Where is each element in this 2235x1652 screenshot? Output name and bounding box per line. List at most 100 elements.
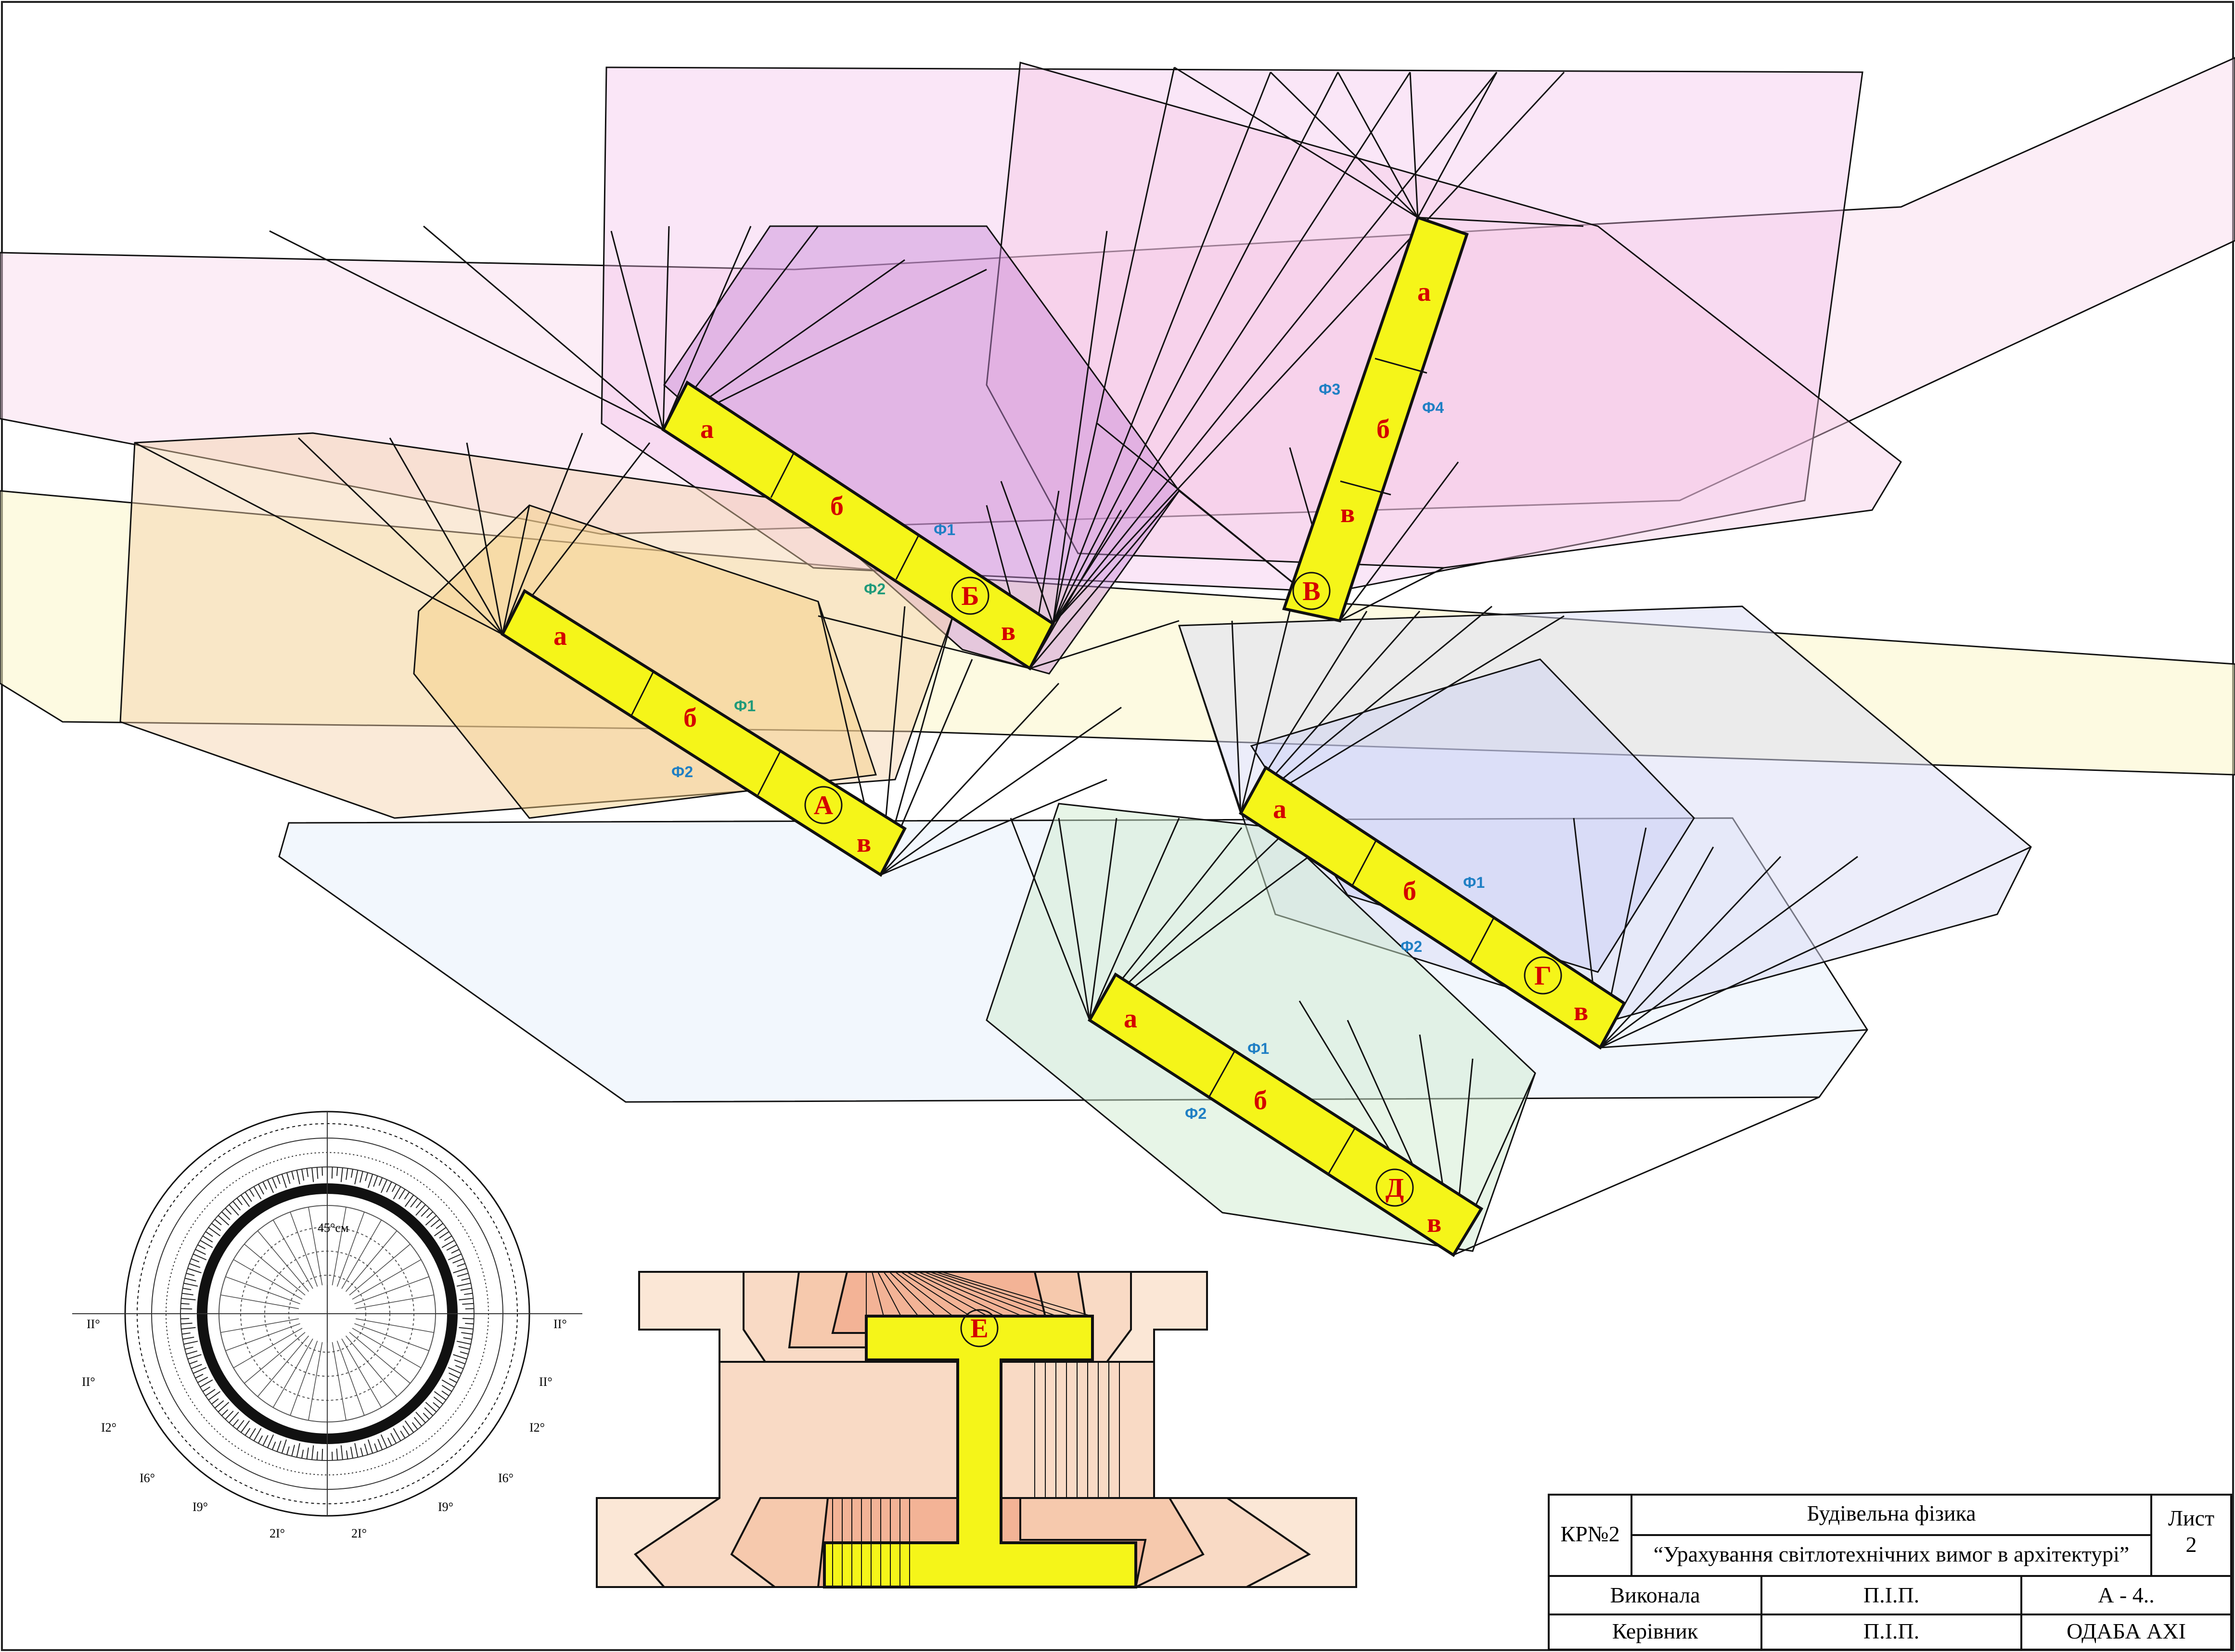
chart-scale-tick-116 bbox=[236, 1198, 243, 1205]
chart-scale-tick-147 bbox=[380, 1179, 387, 1193]
strip-a-id: А bbox=[814, 791, 834, 820]
chart-scale-tick-67 bbox=[225, 1410, 234, 1420]
fan-line-2-0 bbox=[1000, 481, 1054, 624]
chart-scale-tick-161 bbox=[436, 1223, 443, 1229]
chart-scale-tick-43 bbox=[336, 1448, 338, 1460]
title-block-sheet-number: 2 bbox=[2186, 1532, 2197, 1557]
chart-ray-15 bbox=[233, 1328, 303, 1369]
plan-e-ray-1 bbox=[872, 1271, 884, 1317]
plan-e-ray-8 bbox=[912, 1271, 1005, 1317]
insolation-chart: II° II° II° II° I2° I2° I6° I6° I9° I9° … bbox=[72, 1111, 582, 1540]
chart-scale-tick-106 bbox=[202, 1235, 213, 1242]
chart-tick-16-left: I6° bbox=[140, 1471, 155, 1485]
chart-scale-tick-76 bbox=[197, 1377, 208, 1383]
fan-line-2-3 bbox=[1052, 72, 1272, 624]
chart-scale-tick-109 bbox=[211, 1223, 221, 1231]
chart-scale-tick-103 bbox=[195, 1249, 206, 1255]
fan-line-2-2 bbox=[1052, 67, 1175, 624]
chart-scale-tick-22 bbox=[424, 1407, 434, 1416]
chart-scale-tick-143 bbox=[365, 1172, 369, 1181]
chart-ray-2 bbox=[354, 1323, 429, 1351]
chart-scale-tick-176 bbox=[464, 1293, 473, 1295]
chart-scale-tick-177 bbox=[459, 1298, 474, 1301]
strip-d-phi1: Ф1 bbox=[1247, 1040, 1269, 1057]
chart-scale-tick-9 bbox=[453, 1354, 467, 1360]
chart-scale-tick-85 bbox=[182, 1336, 194, 1340]
chart-scale-tick-173 bbox=[461, 1278, 470, 1281]
chart-scale-tick-142 bbox=[360, 1171, 363, 1183]
chart-scale-tick-25 bbox=[413, 1417, 422, 1427]
chart-scale-tick-117 bbox=[240, 1194, 250, 1207]
chart-ray-25 bbox=[290, 1212, 318, 1287]
title-block-supervisor-label: Керівник bbox=[1612, 1619, 1698, 1643]
chart-scale-tick-23 bbox=[423, 1412, 430, 1420]
chart-scale-tick-139 bbox=[346, 1168, 348, 1180]
chart-scale-tick-105 bbox=[200, 1240, 213, 1248]
chart-ray-6 bbox=[341, 1338, 382, 1408]
strip-b-phi2: Ф2 bbox=[864, 580, 886, 598]
fan-line-1-5 bbox=[1029, 490, 1180, 669]
strip-v-id: В bbox=[1302, 576, 1320, 606]
chart-scale-tick-71 bbox=[211, 1398, 219, 1405]
fan-line-10-5 bbox=[1453, 1096, 1820, 1256]
chart-scale-tick-15 bbox=[441, 1379, 455, 1388]
chart-ray-19 bbox=[220, 1294, 299, 1309]
chart-tick-11-left: II° bbox=[87, 1317, 100, 1331]
chart-scale-tick-39 bbox=[354, 1443, 359, 1458]
chart-scale-tick-57 bbox=[267, 1434, 274, 1448]
chart-tick-11-right-2: II° bbox=[539, 1375, 552, 1389]
fan-line-8-5 bbox=[1600, 846, 2031, 1049]
chart-scale-tick-148 bbox=[386, 1181, 392, 1192]
fan-line-9-0 bbox=[1010, 818, 1091, 1021]
chart-tick-19-left: I9° bbox=[193, 1500, 208, 1514]
chart-ray-26 bbox=[308, 1207, 323, 1286]
chart-scale-tick-63 bbox=[240, 1420, 250, 1433]
chart-scale-tick-178 bbox=[462, 1303, 474, 1305]
title-block-sheet-label: Лист bbox=[2168, 1506, 2214, 1530]
strip-a-label-a: а bbox=[553, 621, 567, 651]
chart-ray-34 bbox=[354, 1276, 429, 1305]
chart-tick-45: 45°см bbox=[318, 1221, 348, 1235]
chart-scale-tick-58 bbox=[262, 1435, 269, 1446]
chart-scale-tick-131 bbox=[306, 1168, 309, 1177]
fan-line-5-0 bbox=[134, 442, 503, 635]
chart-scale-tick-13 bbox=[449, 1372, 460, 1379]
title-block-done-by: П.І.П. bbox=[1863, 1583, 1919, 1607]
chart-scale-tick-144 bbox=[368, 1174, 373, 1188]
chart-scale-tick-12 bbox=[448, 1367, 462, 1374]
chart-scale-tick-98 bbox=[186, 1272, 195, 1276]
fan-line-6-3 bbox=[880, 682, 1060, 876]
strip-b-label-v: в bbox=[1001, 616, 1015, 646]
chart-scale-tick-53 bbox=[286, 1446, 290, 1455]
fan-line-4-3 bbox=[1339, 461, 1459, 621]
strip-d-label-a: а bbox=[1124, 1004, 1137, 1034]
fan-line-5-5 bbox=[501, 433, 583, 635]
fan-line-4-4 bbox=[1339, 567, 1444, 622]
title-block bbox=[1548, 1494, 2232, 1651]
chart-scale-tick-16 bbox=[441, 1385, 452, 1392]
chart-scale-tick-152 bbox=[404, 1191, 410, 1200]
fan-line-8-3 bbox=[1599, 856, 1782, 1049]
fan-line-2-6 bbox=[1052, 72, 1498, 624]
chart-scale-tick-166 bbox=[446, 1244, 457, 1251]
chart-scale-tick-170 bbox=[457, 1263, 465, 1267]
fan-line-1-6 bbox=[1029, 620, 1180, 669]
fan-line-3-5 bbox=[1417, 217, 1584, 227]
chart-scale-tick-159 bbox=[425, 1215, 437, 1226]
chart-ray-30 bbox=[341, 1219, 382, 1289]
chart-scale-tick-34 bbox=[377, 1439, 383, 1450]
strip-v-label-b: б bbox=[1376, 414, 1390, 444]
chart-scale-tick-127 bbox=[286, 1172, 291, 1184]
chart-scale-tick-38 bbox=[360, 1447, 363, 1457]
chart-scale-tick-124 bbox=[271, 1177, 277, 1189]
chart-scale-tick-91 bbox=[180, 1308, 193, 1310]
chart-scale-tick-97 bbox=[184, 1278, 196, 1281]
fan-line-2-7 bbox=[1052, 71, 1565, 625]
strip-v-label-a: а bbox=[1417, 277, 1431, 307]
chart-scale-tick-64 bbox=[236, 1420, 244, 1430]
chart-scale-tick-54 bbox=[281, 1439, 287, 1454]
chart-scale-tick-66 bbox=[229, 1411, 239, 1423]
chart-scale-tick-69 bbox=[218, 1402, 230, 1412]
chart-scale-tick-118 bbox=[244, 1191, 252, 1202]
plan-e-ray-2 bbox=[877, 1271, 901, 1317]
